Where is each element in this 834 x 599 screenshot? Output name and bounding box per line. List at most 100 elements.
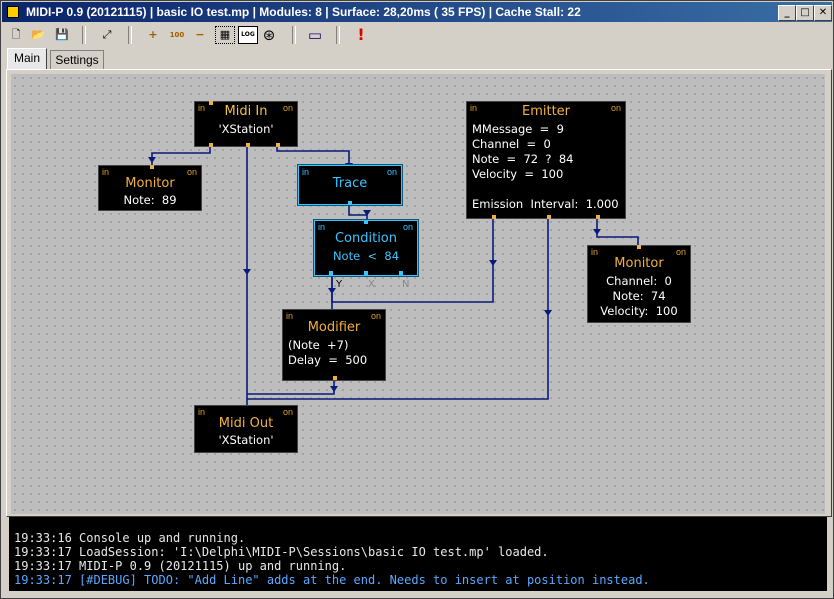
node-trace[interactable]: in on Trace — [298, 165, 402, 205]
node-toggle-label[interactable]: on — [402, 222, 413, 232]
alert-icon[interactable]: ! — [357, 25, 365, 44]
node-title: Midi In — [224, 104, 268, 119]
node-toggle-label[interactable]: on — [675, 247, 686, 257]
console-line-debug: 19:33:17 [#DEBUG] TODO: "Add Line" adds … — [14, 573, 650, 587]
modifier-expression: (Note +7) — [288, 338, 349, 352]
title-bar[interactable]: MIDI-P 0.9 (20121115) | basic IO test.mp… — [2, 2, 832, 22]
toolbar-separator — [292, 26, 296, 44]
app-icon — [7, 6, 19, 18]
port-label-no: N — [402, 279, 410, 290]
node-toggle-label[interactable]: on — [282, 103, 293, 113]
tab-main[interactable]: Main — [7, 48, 47, 69]
output-port[interactable] — [333, 376, 337, 380]
node-input-label: in — [198, 407, 206, 417]
node-toggle-label[interactable]: on — [282, 407, 293, 417]
wire-arrow — [363, 210, 371, 216]
output-port-no[interactable] — [399, 271, 403, 275]
node-midi-out[interactable]: in on Midi Out 'XStation' — [194, 405, 298, 453]
grid-icon[interactable]: ▦ — [215, 26, 235, 44]
node-title: Modifier — [307, 320, 361, 335]
monitor-icon[interactable]: ▭ — [307, 26, 323, 44]
wire-arrow — [544, 310, 552, 316]
open-folder-icon[interactable]: 📂 — [31, 28, 45, 41]
output-port-x[interactable] — [364, 271, 368, 275]
wire-arrow — [330, 386, 338, 392]
node-toggle-label[interactable]: on — [370, 311, 381, 321]
close-button[interactable]: ✕ — [814, 5, 832, 21]
save-disk-icon[interactable]: 💾 — [55, 28, 69, 41]
wire-modifier-midiout — [247, 380, 335, 395]
console-line: 19:33:17 MIDI-P 0.9 (20121115) up and ru… — [14, 559, 347, 573]
output-port[interactable] — [348, 201, 352, 205]
output-port[interactable] — [276, 143, 280, 147]
node-midi-in[interactable]: in on Midi In 'XStation' — [194, 101, 298, 147]
node-toggle-label[interactable]: on — [186, 167, 197, 177]
node-title: Midi Out — [218, 416, 274, 431]
wire-emitter-midiout — [247, 219, 549, 400]
input-port[interactable] — [209, 101, 213, 105]
emitter-channel: Channel = 0 — [472, 137, 551, 151]
node-input-label: in — [302, 167, 310, 177]
wire-layer — [148, 144, 639, 405]
new-file-icon[interactable]: 🗋 — [11, 28, 21, 41]
wire-arrow — [328, 288, 336, 294]
log-icon[interactable]: LOG — [238, 26, 258, 44]
modifier-delay: Delay = 500 — [288, 353, 368, 367]
wire-arrow — [489, 260, 497, 266]
node-toggle-label[interactable]: on — [610, 103, 621, 113]
zoom-in-icon[interactable]: + — [148, 28, 158, 41]
node-title: Condition — [334, 231, 398, 246]
output-port[interactable] — [492, 215, 496, 219]
midi-port-icon[interactable]: ⊛ — [262, 26, 276, 44]
output-port[interactable] — [209, 143, 213, 147]
emitter-mmessage: MMessage = 9 — [472, 122, 564, 136]
node-input-label: in — [470, 103, 478, 113]
console-line: 19:33:16 Console up and running. — [14, 531, 246, 545]
monitor-note: Note: 89 — [123, 193, 177, 207]
node-modifier[interactable]: in on Modifier (Note +7) Delay = 500 — [282, 309, 386, 381]
node-title: Emitter — [521, 104, 571, 119]
main-panel: in on Midi In 'XStation' in on Monitor N… — [6, 69, 832, 517]
toolbar: 🗋 📂 💾 ⤢ + 100 − ▦ LOG ⊛ ▭ ! — [2, 23, 832, 47]
emitter-note: Note = 72 ? 84 — [472, 152, 574, 166]
node-device: 'XStation' — [218, 433, 274, 447]
patch-canvas[interactable]: in on Midi In 'XStation' in on Monitor N… — [11, 74, 825, 514]
wire-midiin-monitor — [151, 144, 211, 165]
node-condition[interactable]: in on Condition Note < 84 — [314, 220, 418, 276]
monitor-channel: Channel: 0 — [606, 274, 672, 288]
node-toggle-label[interactable]: on — [386, 167, 397, 177]
node-input-label: in — [198, 103, 206, 113]
node-input-label: in — [286, 311, 294, 321]
minimize-button[interactable]: _ — [778, 5, 796, 21]
port-label-x: X — [368, 279, 375, 290]
monitor-note: Note: 74 — [612, 289, 666, 303]
emitter-interval: Emission Interval: 1.000 — [472, 197, 619, 211]
console-log[interactable]: 19:33:16 Console up and running. 19:33:1… — [9, 517, 827, 591]
input-port[interactable] — [150, 165, 154, 169]
wire-arrow — [593, 229, 601, 235]
node-monitor-1[interactable]: in on Monitor Note: 89 — [98, 165, 202, 211]
port-label-yes: Y — [336, 279, 343, 290]
wire-midiin-trace — [276, 144, 350, 164]
monitor-velocity: Velocity: 100 — [600, 304, 678, 318]
input-port[interactable] — [364, 220, 368, 224]
output-port[interactable] — [596, 215, 600, 219]
node-title: Trace — [332, 176, 368, 191]
fit-view-icon[interactable]: ⤢ — [102, 28, 112, 41]
output-port[interactable] — [547, 215, 551, 219]
wire-arrow — [148, 157, 156, 163]
output-port-yes[interactable] — [329, 271, 333, 275]
node-input-label: in — [102, 167, 110, 177]
zoom-out-icon[interactable]: − — [195, 28, 205, 41]
node-monitor-2[interactable]: in on Monitor Channel: 0 Note: 74 Veloci… — [587, 245, 691, 323]
emitter-velocity: Velocity = 100 — [472, 167, 564, 181]
input-port[interactable] — [637, 245, 641, 249]
node-device: 'XStation' — [218, 122, 274, 136]
output-port[interactable] — [246, 143, 250, 147]
zoom-100-icon[interactable]: 100 — [169, 31, 185, 39]
maximize-button[interactable]: □ — [796, 5, 814, 21]
wire-emitter-monitor — [596, 219, 639, 245]
node-emitter[interactable]: in on Emitter MMessage = 9 Channel = 0 N… — [466, 101, 626, 219]
tab-settings[interactable]: Settings — [50, 50, 104, 69]
